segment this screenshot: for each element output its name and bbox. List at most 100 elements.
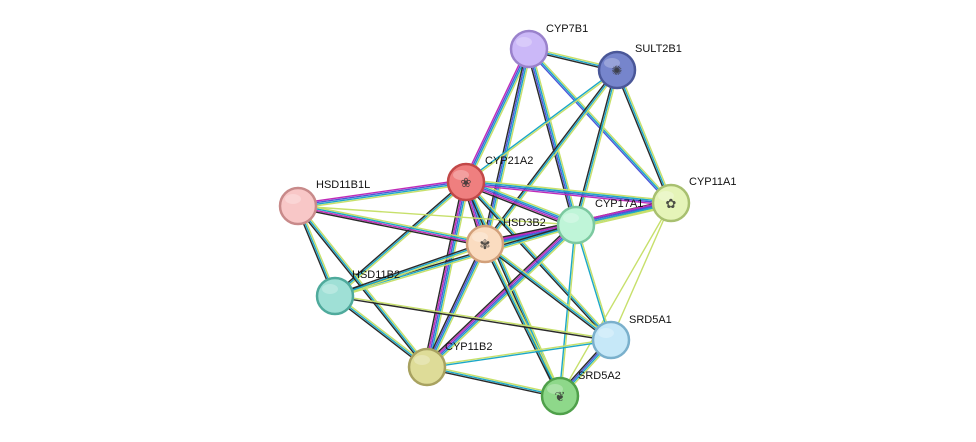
edge-hsd11b2-cyp11b2[interactable]: [333, 294, 429, 369]
edge-line-text-mining: [429, 182, 470, 368]
edge-cyp11b2-srd5a1[interactable]: [426, 338, 612, 369]
edge-line-text-mining: [335, 294, 612, 340]
node-circle[interactable]: [591, 320, 631, 360]
edge-line-text-mining: [485, 242, 563, 396]
node-hsd11b1l[interactable]: HSD11B1L: [278, 179, 370, 226]
edge-cyp11a1-srd5a1[interactable]: [610, 202, 672, 341]
node-srd5a2[interactable]: ❦SRD5A2: [540, 370, 621, 416]
node-highlight: [453, 170, 469, 180]
node-circle[interactable]: [278, 186, 318, 226]
edge-line-text-mining: [576, 224, 613, 340]
edge-line-coexpression: [575, 69, 618, 226]
edge-line-coexpression: [484, 243, 561, 397]
edge-line-experiment: [465, 182, 576, 228]
edge-line-neighborhood: [333, 296, 427, 369]
node-highlight: [547, 384, 563, 394]
edge-hsd11b1l-cyp17a1[interactable]: [297, 205, 577, 226]
edge-line-text-mining: [576, 70, 620, 226]
edge-sult2b1-hsd3b2[interactable]: [483, 68, 619, 246]
edge-line-coexpression: [484, 243, 612, 341]
edge-line-neighborhood: [482, 244, 560, 398]
edge-line-coexpression: [298, 204, 486, 244]
edge-cyp21a2-hsd11b1l[interactable]: [297, 178, 467, 210]
node-cyp11a1[interactable]: ✿CYP11A1: [651, 176, 737, 223]
edge-hsd11b1l-hsd3b2[interactable]: [297, 202, 486, 248]
node-circle[interactable]: [597, 50, 637, 90]
protein-structure-icon: ✺: [612, 64, 623, 79]
edge-line-text-mining: [559, 202, 672, 397]
edge-line-text-mining: [426, 338, 611, 367]
edge-cyp21a2-cyp11b2[interactable]: [423, 181, 470, 368]
edge-sult2b1-cyp21a2[interactable]: [465, 68, 618, 184]
edge-line-coexpression: [574, 225, 611, 341]
edge-line-neighborhood: [334, 241, 485, 296]
edge-cyp11a1-srd5a2[interactable]: [559, 202, 672, 397]
edge-cyp21a2-cyp11a1[interactable]: [465, 178, 672, 207]
edge-line-text-mining: [428, 244, 488, 369]
edge-line-text-mining: [335, 225, 577, 299]
edge-line-database: [483, 48, 529, 244]
edge-hsd3b2-srd5a1[interactable]: [483, 242, 613, 342]
edge-sult2b1-cyp11a1[interactable]: [614, 69, 674, 204]
edge-line-coexpression: [616, 69, 672, 204]
node-circle[interactable]: [651, 183, 691, 223]
edge-cyp17a1-srd5a1[interactable]: [574, 224, 613, 341]
edge-line-text-mining: [298, 202, 486, 243]
node-highlight: [563, 213, 579, 223]
edge-hsd11b2-srd5a1[interactable]: [334, 294, 612, 342]
edge-line-experiment: [297, 206, 485, 246]
edge-line-database: [465, 182, 671, 205]
edge-line-database: [464, 48, 529, 182]
node-cyp21a2[interactable]: ❀CYP21A2: [446, 155, 533, 202]
node-srd5a1[interactable]: SRD5A1: [591, 314, 672, 360]
node-cyp17a1[interactable]: CYP17A1: [556, 198, 643, 245]
edge-line-text-mining: [427, 364, 561, 396]
node-label: SULT2B1: [635, 43, 682, 55]
edge-line-database: [426, 181, 467, 368]
node-circle[interactable]: [315, 276, 355, 316]
node-label: CYP11B2: [445, 341, 493, 353]
edge-line-coexpression: [298, 182, 467, 208]
edge-line-coexpression: [334, 243, 486, 297]
node-highlight: [322, 284, 338, 294]
node-circle[interactable]: [509, 29, 549, 69]
node-highlight: [414, 355, 430, 365]
edge-line-database: [465, 181, 577, 226]
edge-line-neighborhood: [481, 48, 528, 244]
edge-line-text-mining: [486, 49, 533, 245]
node-circle[interactable]: [407, 347, 447, 387]
edge-line-neighborhood: [526, 49, 575, 226]
node-highlight: [472, 232, 488, 242]
edge-line-coexpression: [466, 179, 577, 225]
node-cyp11b2[interactable]: CYP11B2: [407, 341, 493, 387]
edge-cyp11b2-srd5a2[interactable]: [426, 364, 561, 399]
edge-hsd3b2-cyp11b2[interactable]: [424, 242, 488, 369]
node-sult2b1[interactable]: ✺ SULT2B1: [597, 43, 682, 90]
edge-line-text-mining: [466, 70, 618, 184]
node-circle[interactable]: [465, 224, 505, 264]
edge-line-coexpression: [427, 244, 487, 368]
edge-line-text-mining: [610, 202, 672, 341]
edge-sult2b1-cyp17a1[interactable]: [573, 69, 620, 226]
node-label: HSD3B2: [503, 217, 546, 229]
node-label: HSD11B1L: [316, 179, 370, 191]
edge-cyp17a1-cyp11b2[interactable]: [424, 222, 579, 370]
edge-hsd3b2-hsd11b2[interactable]: [334, 241, 486, 299]
edge-line-experiment: [425, 223, 576, 367]
edge-line-database: [527, 49, 576, 226]
node-hsd3b2[interactable]: ✾HSD3B2: [465, 217, 546, 264]
node-circle[interactable]: [446, 162, 486, 202]
node-circle[interactable]: [556, 205, 596, 245]
edge-line-neighborhood: [483, 68, 617, 244]
edge-line-experiment: [297, 178, 466, 205]
protein-structure-icon: ❦: [555, 390, 566, 405]
node-hsd11b2[interactable]: HSD11B2: [315, 269, 400, 316]
edge-line-text-mining: [298, 183, 467, 210]
node-highlight: [598, 328, 614, 338]
node-label: CYP11A1: [689, 176, 737, 188]
edge-hsd3b2-srd5a2[interactable]: [482, 242, 563, 398]
edge-line-neighborhood: [423, 181, 464, 367]
node-circle[interactable]: [540, 376, 580, 416]
node-cyp7b1[interactable]: CYP7B1: [509, 23, 588, 69]
node-highlight: [516, 37, 532, 47]
